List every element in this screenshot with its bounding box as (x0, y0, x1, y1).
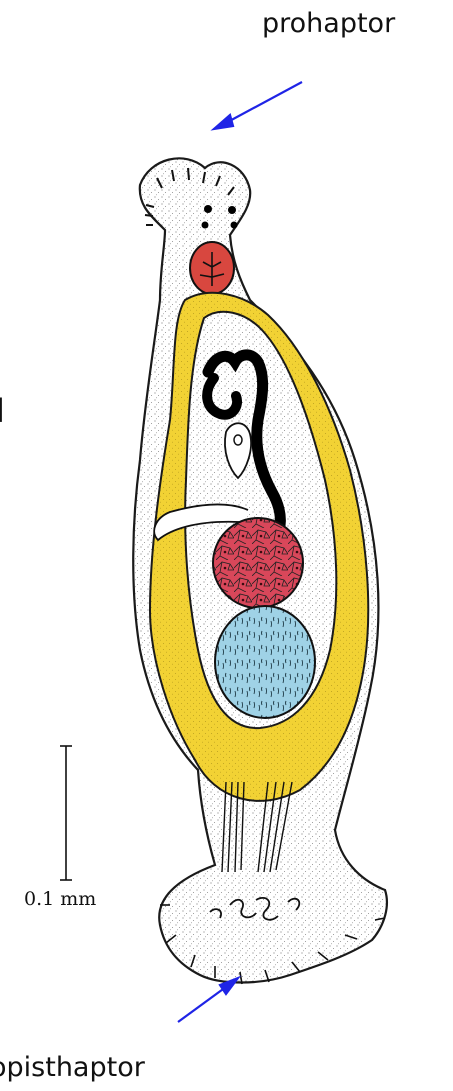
scale-bar (60, 746, 72, 880)
testis (215, 606, 315, 718)
prohaptor-label: prohaptor (262, 8, 395, 39)
scale-label: 0.1 mm (24, 888, 96, 910)
prohaptor-arrow-icon (214, 82, 302, 129)
opisthaptor-label: opisthaptor (0, 1052, 145, 1083)
ovary (213, 518, 303, 608)
opisthaptor-arrow-icon (178, 978, 238, 1022)
left-edge-label-fragment: l (0, 392, 5, 430)
pharynx (190, 242, 234, 294)
